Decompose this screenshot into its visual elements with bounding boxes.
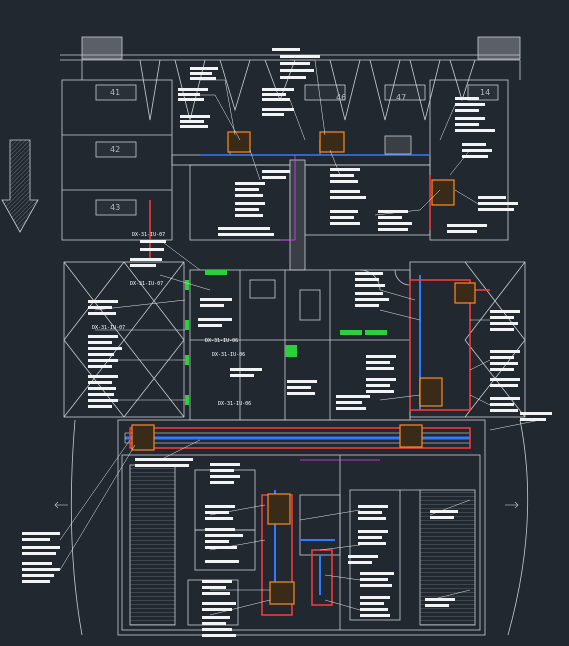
tag-leader-lines <box>280 155 380 461</box>
ceiling-fan-unit <box>384 135 412 155</box>
room-number: 43 <box>110 203 120 212</box>
section-arrows <box>54 501 519 509</box>
unit-tag: DX-31-IU-07 <box>132 232 165 238</box>
unit-tag: DX-31-IU-06 <box>205 338 238 344</box>
room-number: 14 <box>480 88 490 97</box>
room-number-labels: 41 42 43 46 47 14 <box>110 88 490 212</box>
unit-tag: DX-31-IU-06 <box>212 352 245 358</box>
annotation-leaders <box>59 59 541 616</box>
annotation-text-blocks <box>22 48 552 637</box>
unit-tag: DX-31-IU-06 <box>218 401 251 407</box>
hatched-down-arrow-icon <box>1 139 39 233</box>
hvac-equipment <box>131 131 476 605</box>
lower-floor-walls <box>70 419 529 636</box>
unit-tag: DX-31-IU-07 <box>130 281 163 287</box>
condensate-drain-markers <box>185 270 387 405</box>
unit-tags: DX-31-IU-07 DX-31-IU-07 DX-31-IU-07 DX-3… <box>92 232 251 407</box>
room-number: 47 <box>396 93 406 102</box>
room-number: 41 <box>110 88 120 97</box>
room-number: 42 <box>110 145 120 154</box>
room-number: 46 <box>336 93 346 102</box>
upper-floor-walls <box>60 36 521 271</box>
unit-tag: DX-31-IU-07 <box>92 325 125 331</box>
